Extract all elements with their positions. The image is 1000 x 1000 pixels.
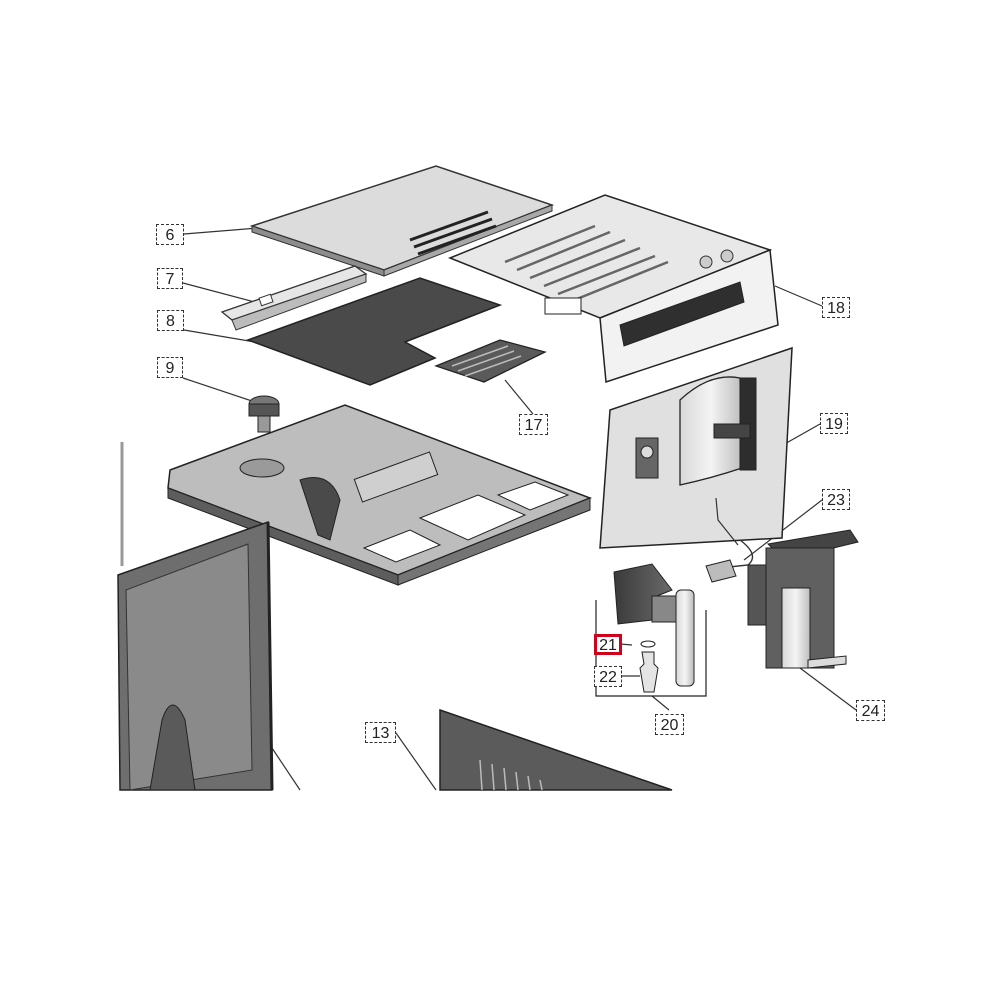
callout-13[interactable]: 13: [365, 722, 396, 743]
part-18-control-panel: [447, 194, 779, 384]
part-24-milk-carafe: [747, 529, 859, 669]
chassis-frame: [167, 404, 593, 586]
callout-20[interactable]: 20: [655, 714, 684, 735]
part-23-cable: [705, 539, 754, 583]
part-19-front-panel: [599, 346, 793, 549]
part-13-rear-panel: [439, 708, 673, 791]
part-6-top-cover: [249, 165, 555, 277]
callout-6[interactable]: 6: [156, 224, 184, 245]
leader-lines: [182, 227, 857, 791]
callout-21[interactable]: 21: [594, 634, 622, 655]
water-tank: [117, 520, 274, 791]
part-8-drip-mat: [245, 277, 503, 386]
callout-23[interactable]: 23: [822, 489, 850, 510]
callout-24[interactable]: 24: [856, 700, 885, 721]
callout-8[interactable]: 8: [157, 310, 184, 331]
callout-17[interactable]: 17: [519, 414, 548, 435]
callout-7[interactable]: 7: [157, 268, 183, 289]
part-17-grille-tray: [434, 339, 547, 383]
part-20-spout-assembly: [595, 563, 707, 697]
callout-22[interactable]: 22: [594, 666, 622, 687]
callout-19[interactable]: 19: [820, 413, 848, 434]
callout-18[interactable]: 18: [822, 297, 850, 318]
callout-9[interactable]: 9: [157, 357, 183, 378]
part-9-knob: [248, 395, 280, 433]
part-7-rail: [220, 265, 368, 331]
